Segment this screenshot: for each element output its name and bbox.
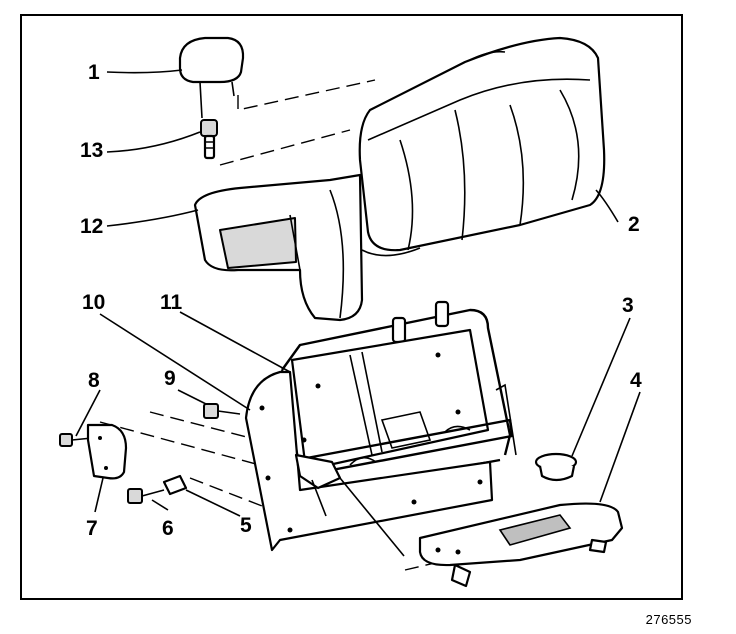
callout-9: 9	[164, 367, 176, 390]
bolt-left	[59, 433, 93, 447]
diagram-frame	[20, 14, 683, 600]
armrest	[193, 173, 421, 322]
bolt	[203, 403, 241, 419]
callout-3: 3	[622, 294, 634, 317]
seat-cushion	[418, 502, 624, 588]
callout-12: 12	[80, 215, 104, 238]
seat-back-cushion	[358, 36, 606, 252]
callout-8: 8	[88, 369, 100, 392]
callout-11: 11	[160, 291, 183, 314]
latch	[294, 453, 405, 557]
callout-13: 13	[80, 139, 104, 162]
back-panel	[244, 370, 494, 552]
callout-5: 5	[240, 514, 252, 537]
callout-1: 1	[88, 61, 100, 84]
headrest-guide	[200, 119, 218, 160]
callout-6: 6	[162, 517, 174, 540]
bolt-lower	[127, 474, 188, 504]
cap	[534, 452, 578, 482]
figure-number: 276555	[645, 612, 692, 627]
callout-2: 2	[628, 213, 640, 236]
callout-7: 7	[86, 517, 98, 540]
callout-4: 4	[630, 369, 642, 392]
callout-10: 10	[82, 291, 106, 314]
leader-lines	[75, 69, 641, 517]
headrest	[178, 36, 245, 119]
hinge-cover	[86, 423, 128, 480]
